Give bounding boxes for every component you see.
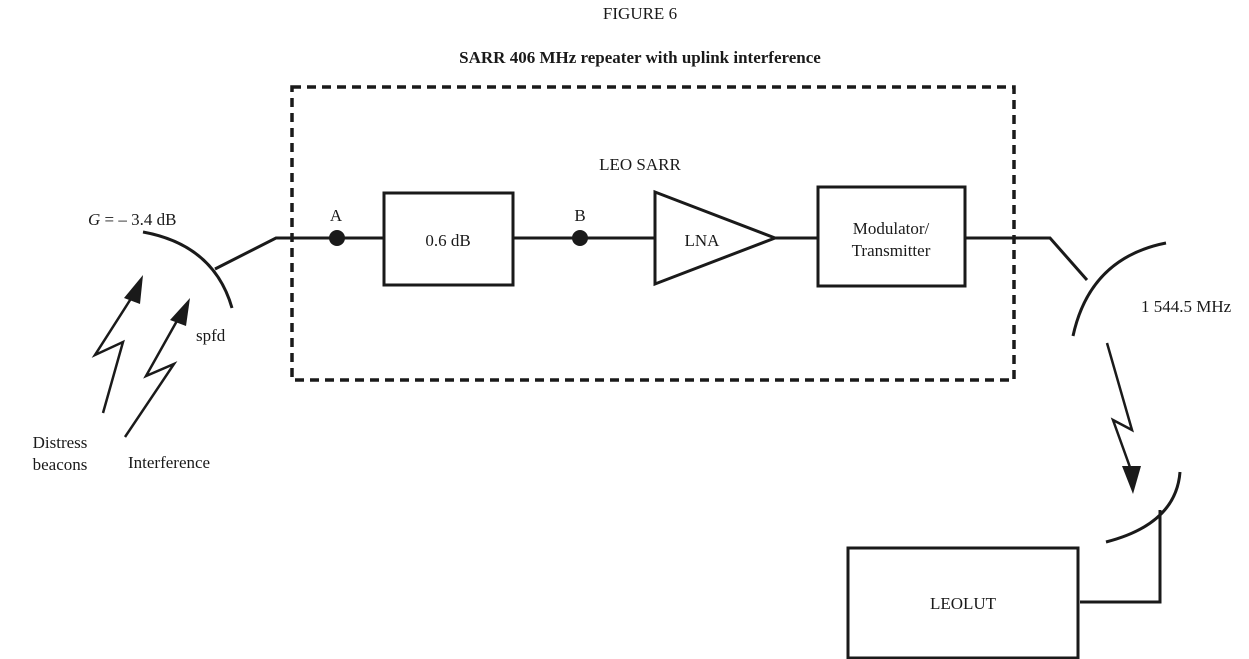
receive-antenna-dish (142, 230, 234, 309)
test-point-b-label: B (574, 206, 585, 225)
distress-label-line2: beacons (33, 455, 88, 474)
distress-label-line1: Distress (33, 433, 88, 452)
leolut-block (846, 546, 1080, 659)
transmitter-label: Transmitter (852, 241, 931, 260)
interference-label: Interference (128, 453, 210, 472)
downlink-arrowhead (1122, 466, 1141, 494)
leolut-label: LEOLUT (930, 594, 997, 613)
interference-bolt (123, 318, 180, 438)
distress-beacon-bolt (91, 296, 134, 414)
leo-sarr-boundary (290, 85, 1016, 382)
interference-arrowhead (170, 298, 190, 326)
spfd-label: spfd (196, 326, 226, 345)
test-point-a-label: A (330, 206, 343, 225)
lna-label: LNA (685, 231, 721, 250)
receive-antenna-feed-line (214, 236, 337, 271)
ground-antenna-dish (1105, 471, 1182, 544)
transmit-antenna-feed-line (965, 236, 1089, 281)
downlink-bolt (1105, 342, 1135, 471)
test-point-b (572, 230, 588, 246)
receive-antenna-gain: G = – 3.4 dB (88, 210, 176, 229)
transmit-antenna-dish (1071, 241, 1167, 337)
leo-sarr-label: LEO SARR (599, 155, 681, 174)
attenuator-label: 0.6 dB (425, 231, 470, 250)
downlink-frequency: 1 544.5 MHz (1141, 297, 1232, 316)
distress-beacon-arrowhead (124, 275, 143, 304)
figure-title: SARR 406 MHz repeater with uplink interf… (459, 48, 821, 67)
figure-number: FIGURE 6 (603, 4, 677, 23)
ground-antenna-feed-line (1080, 510, 1162, 604)
lna-amplifier (653, 189, 780, 287)
modulator-label: Modulator/ (853, 219, 930, 238)
